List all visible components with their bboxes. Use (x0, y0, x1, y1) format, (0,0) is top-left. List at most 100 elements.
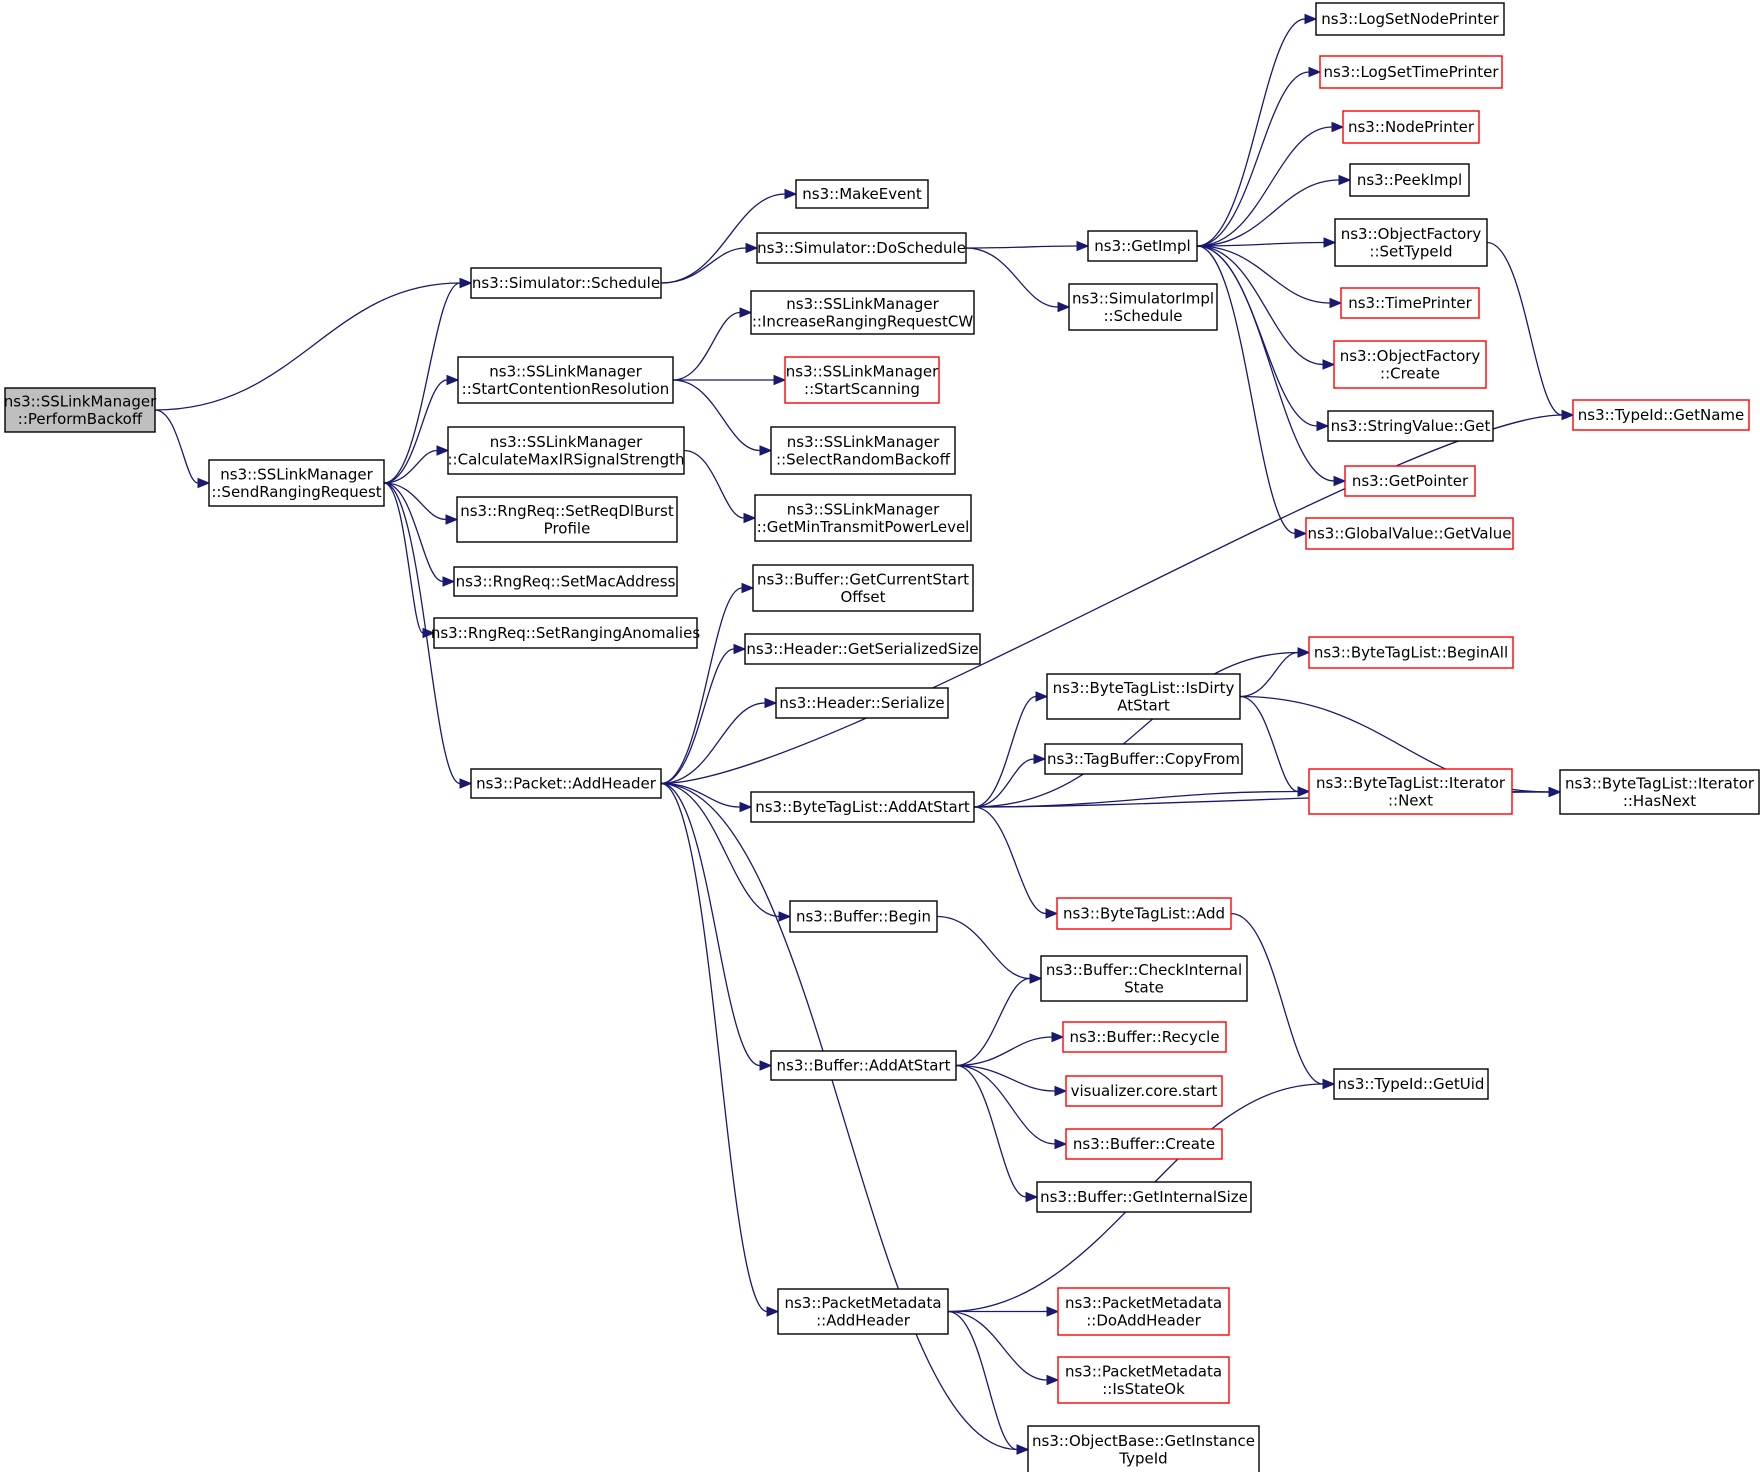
edge-send-ranging-request-to-start-contention-resolution (383, 374, 460, 484)
edge-start-contention-resolution-to-start-scanning (672, 374, 787, 386)
node-label-line: ns3::ObjectFactory (1341, 225, 1482, 243)
node-log-set-node-printer[interactable]: ns3::LogSetNodePrinter (1315, 2, 1505, 36)
node-box (756, 232, 967, 264)
node-start-scanning[interactable]: ns3::SSLinkManager::StartScanning (784, 356, 940, 404)
node-box (1572, 399, 1750, 431)
node-calculate-max-ir-signal-strength[interactable]: ns3::SSLinkManager::CalculateMaxIRSignal… (447, 426, 685, 475)
node-visualizer-core-start[interactable]: visualizer.core.start (1065, 1075, 1223, 1107)
node-objectfactory-create[interactable]: ns3::ObjectFactory::Create (1333, 340, 1487, 389)
node-label-line: ns3::SSLinkManager (786, 362, 939, 380)
edge-simulator-schedule-to-make-event (660, 188, 798, 284)
node-box (470, 768, 662, 799)
node-stringvalue-get[interactable]: ns3::StringValue::Get (1327, 410, 1494, 442)
node-label-line: TypeId (1118, 1449, 1167, 1467)
node-get-min-transmit-power-level[interactable]: ns3::SSLinkManager::GetMinTransmitPowerL… (754, 494, 972, 542)
node-box (1046, 673, 1241, 720)
node-buffer-begin[interactable]: ns3::Buffer::Begin (789, 900, 938, 933)
edge-simulator-doschedule-to-simulatorimpl-schedule (965, 247, 1071, 313)
node-label-line: Profile (544, 519, 591, 537)
node-send-ranging-request[interactable]: ns3::SSLinkManager::SendRangingRequest (208, 459, 385, 507)
node-label-line: ns3::SSLinkManager (787, 500, 940, 518)
node-packet-add-header[interactable]: ns3::Packet::AddHeader (470, 768, 662, 799)
node-set-mac-address[interactable]: ns3::RngReq::SetMacAddress (453, 566, 678, 597)
node-select-random-backoff[interactable]: ns3::SSLinkManager::SelectRandomBackoff (770, 426, 956, 475)
node-label-line: ns3::SSLinkManager (220, 465, 373, 483)
edge-bytetaglist-iterator-next-to-bytetaglist-iterator-hasnext (1511, 786, 1562, 798)
node-box (470, 267, 662, 299)
node-buffer-addatstart[interactable]: ns3::Buffer::AddAtStart (770, 1050, 957, 1081)
node-label-line: ns3::GetImpl (1094, 237, 1190, 255)
node-get-impl[interactable]: ns3::GetImpl (1087, 230, 1198, 262)
node-typeid-getuid[interactable]: ns3::TypeId::GetUid (1333, 1068, 1489, 1100)
node-box (1040, 955, 1248, 1002)
node-typeid-getname[interactable]: ns3::TypeId::GetName (1572, 399, 1750, 431)
edge-simulator-doschedule-to-get-impl (965, 240, 1090, 252)
node-set-ranging-anomalies[interactable]: ns3::RngReq::SetRangingAnomalies (431, 617, 700, 649)
node-box (1333, 1068, 1489, 1100)
node-buffer-get-internal-size[interactable]: ns3::Buffer::GetInternalSize (1036, 1181, 1252, 1213)
node-label-line: ns3::Header::Serialize (779, 694, 944, 712)
node-label-line: ns3::ByteTagList::IsDirty (1053, 679, 1235, 697)
node-label-line: ns3::PeekImpl (1357, 171, 1462, 189)
node-simulator-doschedule[interactable]: ns3::Simulator::DoSchedule (756, 232, 967, 264)
node-label-line: ns3::LogSetNodePrinter (1321, 10, 1499, 28)
node-label-line: ns3::ObjectFactory (1340, 347, 1481, 365)
node-label-line: ns3::TypeId::GetName (1578, 406, 1744, 424)
node-label-line: ::CalculateMaxIRSignalStrength (448, 450, 685, 468)
node-box (447, 426, 685, 475)
node-node-printer[interactable]: ns3::NodePrinter (1342, 110, 1480, 144)
node-label-line: ns3::SSLinkManager (490, 433, 643, 451)
node-simulatorimpl-schedule[interactable]: ns3::SimulatorImpl::Schedule (1068, 283, 1218, 331)
edge-start-contention-resolution-to-increase-ranging-request-cw (672, 307, 753, 381)
node-label-line: ns3::PacketMetadata (1065, 1362, 1222, 1380)
node-label-line: ::HasNext (1623, 792, 1696, 810)
node-box (795, 179, 929, 209)
node-bytetaglist-addatstart[interactable]: ns3::ByteTagList::AddAtStart (750, 791, 975, 823)
node-log-set-time-printer[interactable]: ns3::LogSetTimePrinter (1319, 55, 1503, 89)
edge-get-impl-to-stringvalue-get (1196, 245, 1330, 432)
node-get-pointer[interactable]: ns3::GetPointer (1344, 465, 1476, 497)
node-time-printer[interactable]: ns3::TimePrinter (1340, 287, 1480, 319)
node-label-line: ns3::PacketMetadata (784, 1294, 941, 1312)
node-objectfactory-settypeid[interactable]: ns3::ObjectFactory::SetTypeId (1334, 218, 1488, 267)
edge-get-impl-to-get-pointer (1196, 245, 1347, 487)
node-perform-backoff[interactable]: ns3::SSLinkManager::PerformBackoff (4, 387, 157, 433)
edge-perform-backoff-to-simulator-schedule (154, 277, 473, 411)
node-buffer-recycle[interactable]: ns3::Buffer::Recycle (1062, 1021, 1227, 1053)
node-packetmetadata-doaddheader[interactable]: ns3::PacketMetadata::DoAddHeader (1057, 1287, 1230, 1336)
node-tagbuffer-copyfrom[interactable]: ns3::TagBuffer::CopyFrom (1044, 743, 1243, 775)
node-box (1308, 636, 1514, 669)
node-box (1334, 218, 1488, 267)
node-bytetaglist-add[interactable]: ns3::ByteTagList::Add (1056, 897, 1232, 930)
node-simulator-schedule[interactable]: ns3::Simulator::Schedule (470, 267, 662, 299)
node-label-line: ns3::RngReq::SetRangingAnomalies (431, 624, 700, 642)
edge-send-ranging-request-to-set-req-dl-burst-profile (383, 482, 459, 525)
node-label-line: ::StartScanning (804, 380, 920, 398)
node-increase-ranging-request-cw[interactable]: ns3::SSLinkManager::IncreaseRangingReque… (750, 290, 975, 335)
node-header-get-serialized-size[interactable]: ns3::Header::GetSerializedSize (744, 633, 981, 665)
node-start-contention-resolution[interactable]: ns3::SSLinkManager::StartContentionResol… (457, 356, 674, 404)
node-make-event[interactable]: ns3::MakeEvent (795, 179, 929, 209)
node-box (777, 1288, 949, 1335)
node-header-serialize[interactable]: ns3::Header::Serialize (775, 687, 949, 719)
node-peek-impl[interactable]: ns3::PeekImpl (1349, 163, 1470, 197)
node-packetmetadata-addheader[interactable]: ns3::PacketMetadata::AddHeader (777, 1288, 949, 1335)
node-globalvalue-getvalue[interactable]: ns3::GlobalValue::GetValue (1305, 517, 1514, 550)
edge-get-impl-to-objectfactory-settypeid (1196, 237, 1337, 248)
node-packetmetadata-isstateok[interactable]: ns3::PacketMetadata::IsStateOk (1057, 1356, 1230, 1404)
node-bytetaglist-beginall[interactable]: ns3::ByteTagList::BeginAll (1308, 636, 1514, 669)
node-label-line: ::Schedule (1103, 307, 1182, 325)
node-bytetaglist-iterator-next[interactable]: ns3::ByteTagList::Iterator::Next (1308, 768, 1513, 815)
node-label-line: ns3::NodePrinter (1348, 118, 1475, 136)
edge-packetmetadata-addheader-to-objectbase-getinstancetypeid (947, 1310, 1030, 1455)
node-box (770, 1050, 957, 1081)
node-box (1062, 1021, 1227, 1053)
node-label-line: ns3::SSLinkManager (489, 362, 642, 380)
node-bytetaglist-iterator-hasnext[interactable]: ns3::ByteTagList::Iterator::HasNext (1559, 769, 1760, 815)
node-buffer-create[interactable]: ns3::Buffer::Create (1065, 1128, 1223, 1160)
